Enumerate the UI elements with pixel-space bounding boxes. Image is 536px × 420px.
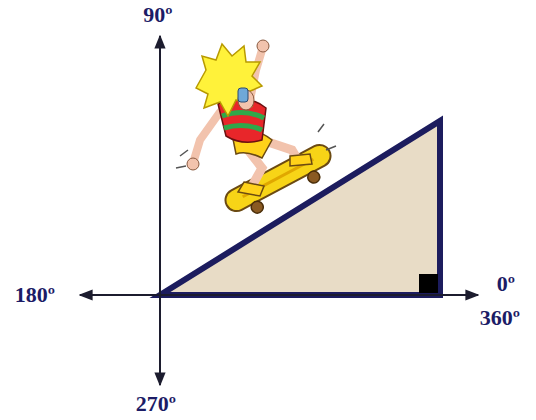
- axis-down: [159, 295, 161, 385]
- axis-left: [80, 294, 160, 296]
- skateboarder: [176, 40, 340, 225]
- angle-label: 180º: [15, 283, 55, 307]
- angle-label: 90º: [143, 3, 172, 27]
- axis-right: [160, 294, 478, 296]
- axis-up: [159, 36, 161, 295]
- angle-label: 0º: [497, 272, 515, 296]
- angle-label: 360º: [480, 306, 520, 330]
- right-angle-mark: [419, 274, 438, 293]
- angle-label: 270º: [136, 392, 176, 416]
